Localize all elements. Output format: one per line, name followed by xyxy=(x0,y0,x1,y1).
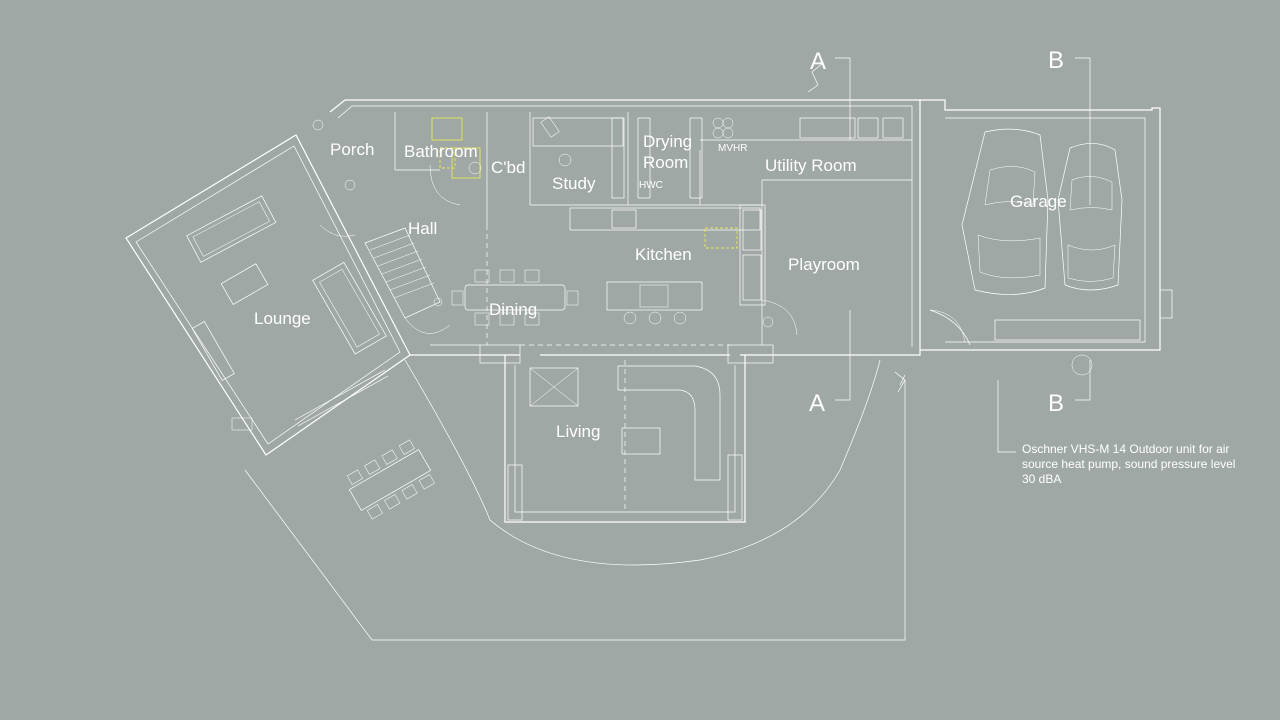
section-marker-a-top: A xyxy=(810,48,826,75)
label-mvhr: MVHR xyxy=(718,143,747,154)
room-label-playroom: Playroom xyxy=(788,255,860,274)
study-fixtures xyxy=(532,116,904,199)
garage-car-left xyxy=(961,128,1049,295)
section-marker-a-bottom: A xyxy=(809,390,825,417)
room-label-kitchen: Kitchen xyxy=(635,245,692,264)
playroom-details xyxy=(761,299,798,336)
bathroom-fixtures xyxy=(431,117,482,179)
room-label-study: Study xyxy=(552,174,596,193)
room-label-lounge: Lounge xyxy=(254,309,311,328)
dining-table xyxy=(451,269,579,326)
garage-car-right xyxy=(1057,143,1123,291)
section-marker-b-top: B xyxy=(1048,47,1064,74)
room-label-utility-room: Utility Room xyxy=(765,156,857,175)
living-walls xyxy=(479,344,774,523)
room-label-drying-room-line2: Room xyxy=(643,153,688,172)
hall-details xyxy=(312,119,461,334)
section-a-lines xyxy=(807,57,851,401)
garden-paths xyxy=(244,309,971,641)
heat-pump-annotation: Oschner VHS-M 14 Outdoor unit for air so… xyxy=(1022,442,1236,486)
room-label-bathroom: Bathroom xyxy=(404,142,478,161)
room-label-porch: Porch xyxy=(330,140,374,159)
lounge-furniture xyxy=(186,195,387,381)
room-label-garage: Garage xyxy=(1010,192,1067,211)
room-label-hall: Hall xyxy=(408,219,437,238)
living-furniture xyxy=(529,365,721,481)
kitchen-fixtures xyxy=(569,204,766,325)
room-label-living: Living xyxy=(556,422,600,441)
room-label-drying-room-line1: Drying xyxy=(643,132,692,151)
lounge-walls xyxy=(125,134,411,456)
room-label-dining: Dining xyxy=(489,300,537,319)
section-b-lines xyxy=(1075,57,1091,401)
room-label-cupboard: C'bd xyxy=(491,158,525,177)
section-marker-b-bottom: B xyxy=(1048,390,1064,417)
heat-pump-leader xyxy=(997,380,1016,453)
label-hwc: HWC xyxy=(639,180,663,191)
outdoor-dining-set xyxy=(346,439,435,520)
garage-walls xyxy=(920,99,1173,376)
